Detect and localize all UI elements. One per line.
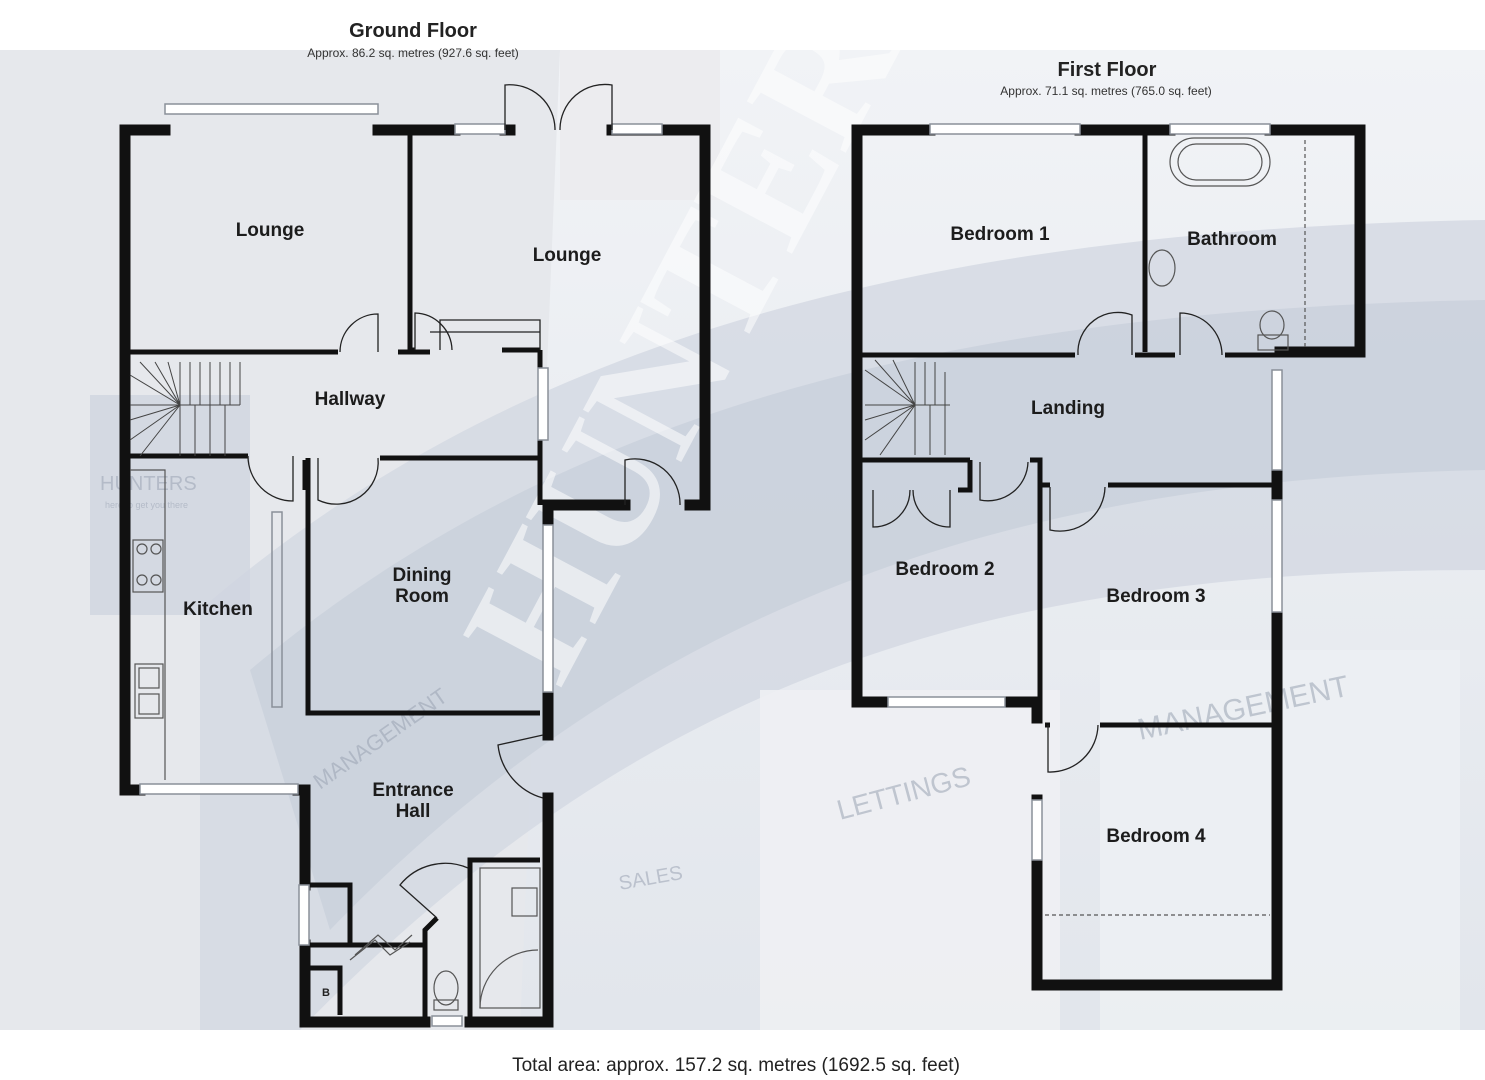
room-bedroom-4: Bedroom 4 bbox=[1106, 826, 1206, 847]
ground-floor-inner-walls bbox=[130, 130, 543, 1022]
room-kitchen: Kitchen bbox=[183, 599, 253, 620]
ground-floor-area: Approx. 86.2 sq. metres (927.6 sq. feet) bbox=[307, 46, 519, 60]
room-dining-line1: Dining bbox=[392, 565, 452, 586]
room-dining-line2: Room bbox=[395, 586, 449, 607]
total-area: Total area: approx. 157.2 sq. metres (16… bbox=[512, 1055, 960, 1076]
bathroom-fittings-first bbox=[1045, 137, 1306, 916]
first-floor-inner-walls bbox=[862, 130, 1280, 728]
room-landing: Landing bbox=[1031, 398, 1105, 419]
room-entrance-line2: Hall bbox=[395, 801, 431, 822]
room-entrance-line1: Entrance bbox=[372, 780, 454, 801]
room-bedroom-1: Bedroom 1 bbox=[950, 224, 1050, 245]
first-floor-title: First Floor bbox=[1057, 59, 1157, 81]
bathroom-fittings-ground bbox=[349, 867, 541, 1011]
sign-tagline-text: here to get you there bbox=[105, 500, 188, 510]
boiler-label: B bbox=[322, 987, 330, 999]
ground-floor-title: Ground Floor bbox=[349, 20, 477, 42]
first-floor-walls bbox=[851, 124, 1366, 991]
room-bathroom: Bathroom bbox=[1187, 229, 1277, 250]
kitchen-fittings bbox=[130, 469, 166, 780]
ground-floor-doors bbox=[247, 83, 681, 919]
first-floor-area: Approx. 71.1 sq. metres (765.0 sq. feet) bbox=[1000, 84, 1212, 98]
room-entrance-hall: Entrance Hall bbox=[343, 780, 483, 822]
room-bedroom-2: Bedroom 2 bbox=[895, 559, 995, 580]
ground-floor-windows bbox=[139, 103, 663, 1027]
room-dining: Dining Room bbox=[352, 565, 492, 607]
room-bedroom-3: Bedroom 3 bbox=[1106, 586, 1206, 607]
room-hallway: Hallway bbox=[314, 389, 386, 410]
first-floor-doors bbox=[872, 311, 1223, 773]
first-floor-stairs bbox=[864, 359, 950, 456]
ground-floor-walls bbox=[119, 124, 711, 1028]
room-lounge-right: Lounge bbox=[532, 245, 602, 266]
room-lounge-left: Lounge bbox=[235, 220, 305, 241]
first-floor-windows bbox=[887, 123, 1283, 861]
ground-floor-stairs bbox=[129, 361, 241, 457]
